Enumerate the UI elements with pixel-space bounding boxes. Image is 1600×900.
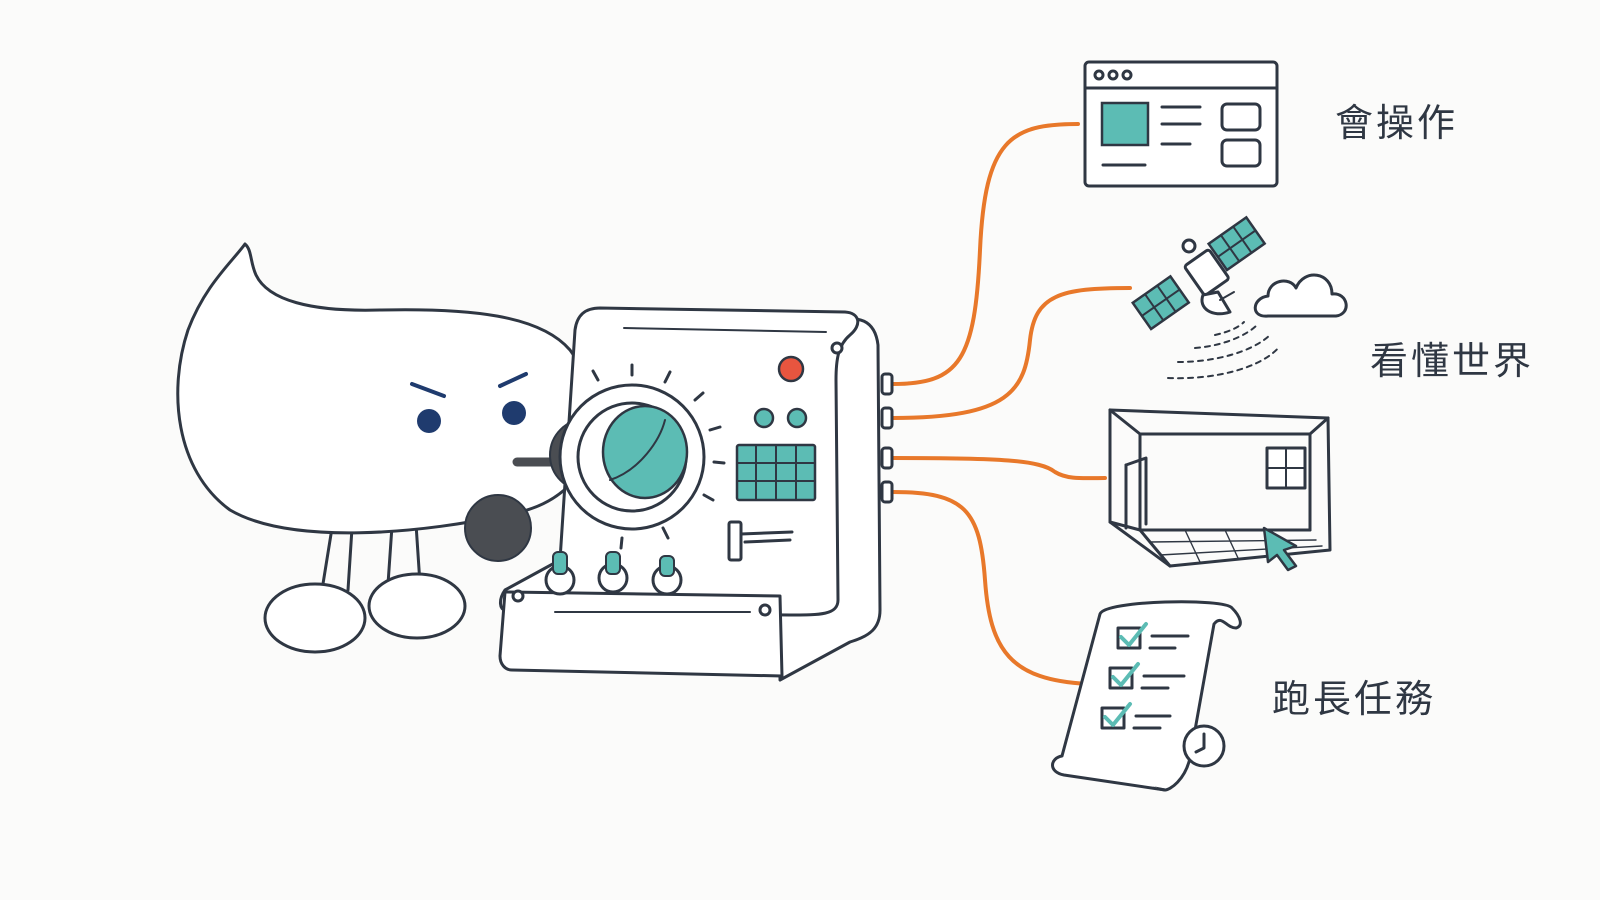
- console-toggle-1: [544, 551, 576, 596]
- console-base: [498, 590, 784, 678]
- console-top-line: [623, 327, 827, 333]
- checklist-row-2: [1108, 662, 1186, 690]
- mascot-brow-right: [498, 372, 528, 388]
- connector-lines: [891, 122, 1132, 686]
- satellite-icon: [1130, 215, 1281, 380]
- browser-window-icon: [1083, 60, 1279, 188]
- label-long-task: 跑長任務: [1272, 677, 1437, 721]
- mascot-foot-left: [263, 582, 367, 654]
- control-panel-console: [498, 306, 894, 682]
- console-toggle-3: [651, 555, 683, 596]
- mascot-leg-left: [320, 526, 334, 592]
- checklist-row-3: [1100, 702, 1172, 730]
- console-socket-3: [880, 446, 894, 470]
- checklist-row-1: [1116, 622, 1190, 650]
- cloud-icon: [1253, 273, 1348, 318]
- console-keypad: [735, 443, 817, 502]
- mascot-foot-right: [367, 572, 467, 640]
- console-socket-4: [880, 480, 894, 504]
- checklist-scroll-icon: [1051, 600, 1242, 792]
- connector-tasks: [891, 490, 1090, 686]
- label-operate: 會操作: [1335, 101, 1459, 145]
- mascot-brow-left: [410, 382, 446, 398]
- connector-satellite: [891, 286, 1132, 420]
- mascot-eye-right: [502, 401, 526, 425]
- mascot-leg-left-inner: [346, 526, 354, 592]
- console-teal-button-1: [753, 407, 775, 429]
- console-screw-1: [511, 589, 525, 603]
- console-teal-button-2: [786, 407, 808, 429]
- mascot-body: [176, 242, 597, 535]
- room-3d-icon: [1108, 408, 1332, 572]
- console-red-button: [777, 355, 805, 383]
- console-screw-2: [758, 603, 772, 617]
- connector-browser: [891, 122, 1080, 386]
- connector-room: [891, 456, 1107, 481]
- console-slider: [727, 520, 794, 562]
- console-toggle-2: [597, 551, 629, 594]
- console-socket-1: [880, 372, 894, 396]
- mascot-leg-right: [386, 524, 394, 586]
- label-understand-world: 看懂世界: [1370, 339, 1535, 383]
- cursor-arrow-icon: [1262, 526, 1298, 572]
- console-socket-2: [880, 406, 894, 430]
- mascot-hand-lower: [464, 494, 532, 562]
- clock-icon: [1182, 724, 1226, 768]
- console-big-dial: [558, 363, 726, 550]
- mascot-eye-left: [417, 409, 441, 433]
- console-screw-3: [830, 341, 844, 355]
